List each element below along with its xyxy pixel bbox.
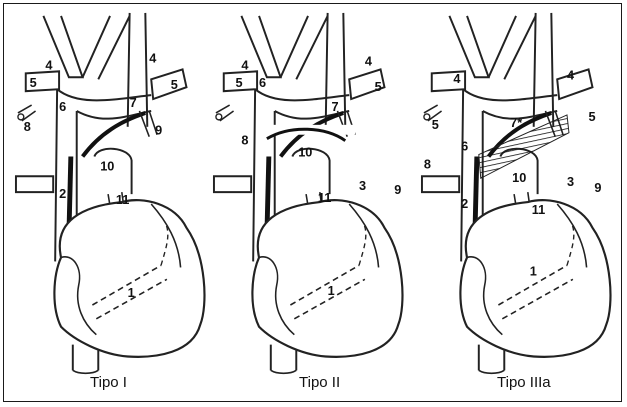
label-7: 7 [332, 99, 339, 114]
label-11: 11 [116, 192, 129, 207]
label-3: 3 [567, 174, 574, 189]
label-2: 2 [59, 186, 66, 201]
label-9: 9 [594, 180, 601, 195]
label-10: 10 [512, 170, 526, 185]
label-1: 1 [328, 283, 335, 298]
label-8: 8 [24, 119, 31, 134]
label-1: 1 [530, 263, 537, 278]
label-5-right: 5 [375, 79, 382, 94]
panel-tipo-ii: 4 4 5 5 6 7 8 10 3 9 11 1 [214, 13, 403, 373]
label-6: 6 [59, 99, 66, 114]
label-3: 3 [359, 178, 366, 193]
label-9: 9 [155, 123, 162, 138]
label-4-left: 4 [453, 71, 461, 86]
label-4-right: 4 [365, 53, 373, 68]
label-11: 11 [532, 202, 545, 217]
label-8: 8 [424, 156, 431, 171]
label-5-right: 5 [171, 77, 178, 92]
panel-tipo-iiia: 4 4 5 5 7* 6 8 2 10 3 9 11 1 [422, 13, 611, 373]
label-6: 6 [259, 75, 266, 90]
label-6: 6 [461, 138, 468, 153]
label-9: 9 [394, 182, 401, 197]
caption-tipo-iiia: Tipo IIIa [497, 374, 551, 391]
label-4-right: 4 [149, 50, 157, 65]
label-10: 10 [100, 158, 114, 173]
panel-tipo-i: 4 4 5 5 6 7 8 9 2 10 11 1 [16, 13, 205, 373]
caption-tipo-i: Tipo I [90, 374, 127, 391]
label-4-right: 4 [567, 67, 575, 82]
label-10: 10 [298, 144, 312, 159]
label-5-left: 5 [30, 75, 37, 90]
label-5-left: 5 [432, 117, 439, 132]
label-7: 7 [130, 95, 137, 110]
label-1: 1 [128, 285, 135, 300]
label-5-left: 5 [236, 75, 243, 90]
label-7-star: 7* [510, 115, 522, 130]
label-4-left: 4 [45, 57, 53, 72]
label-5-right: 5 [589, 109, 596, 124]
label-4-left: 4 [241, 57, 249, 72]
label-11: 11 [318, 190, 331, 205]
caption-tipo-ii: Tipo II [299, 374, 340, 391]
label-2: 2 [461, 196, 468, 211]
label-8: 8 [241, 133, 248, 148]
